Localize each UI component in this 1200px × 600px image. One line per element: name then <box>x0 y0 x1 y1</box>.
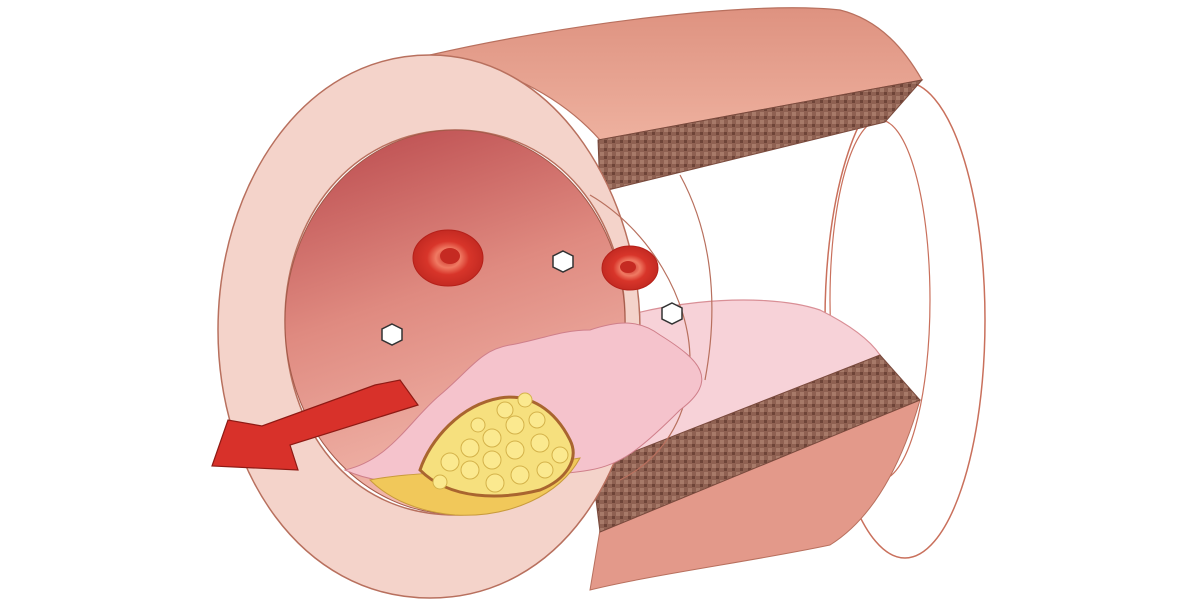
vessel-mid-ring-2 <box>679 174 713 381</box>
platelet-icon <box>661 302 683 325</box>
platelet-icon <box>381 323 403 346</box>
platelet-icon <box>552 250 574 273</box>
vessel-bottom-surface <box>589 399 921 591</box>
red-blood-cell-icon <box>601 245 659 291</box>
red-blood-cell-icon <box>412 229 484 287</box>
flow-arrow-icon <box>211 379 419 471</box>
vessel-top-surface <box>429 7 923 141</box>
plaque-fat-cells <box>432 392 569 493</box>
bottom-cut-section <box>591 354 921 533</box>
